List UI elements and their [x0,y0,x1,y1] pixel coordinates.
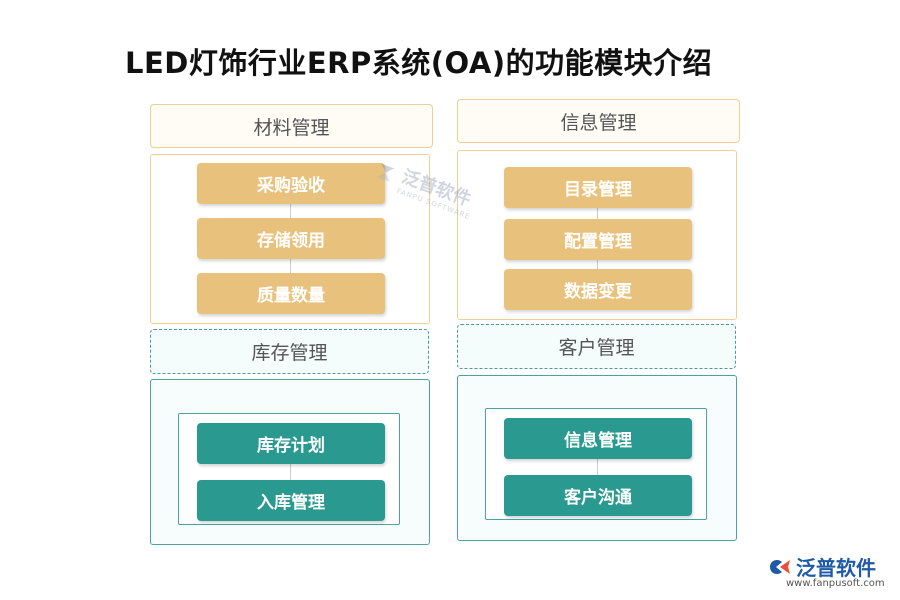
module-item-label: 采购验收 [257,176,325,196]
module-item[interactable]: 采购验收 [197,163,385,204]
material-management-header: 材料管理 [150,104,433,148]
customer-management-header: 客户管理 [457,324,736,369]
module-item[interactable]: 数据变更 [504,269,692,310]
module-item[interactable]: 质量数量 [197,273,385,314]
brand-logo-icon [770,559,790,574]
module-item-label: 存储领用 [257,231,325,251]
module-item-label: 配置管理 [564,232,632,252]
module-item[interactable]: 库存计划 [197,423,385,464]
module-item[interactable]: 目录管理 [504,167,692,208]
module-item-label: 入库管理 [257,493,325,513]
page-title: LED灯饰行业ERP系统(OA)的功能模块介绍 [125,46,713,80]
watermark: 泛普软件 FANPU SOFTWARE [369,153,480,221]
material-management-label: 材料管理 [253,116,330,139]
brand-name: 泛普软件 [796,556,876,580]
connector-line [597,455,598,480]
brand-logo-icon [376,163,395,182]
customer-management-label: 客户管理 [558,337,635,359]
brand-logo: 泛普软件 [768,552,876,581]
module-item[interactable]: 存储领用 [197,218,385,259]
information-management-label: 信息管理 [560,111,637,134]
module-item[interactable]: 信息管理 [504,418,692,459]
module-item[interactable]: 配置管理 [504,219,692,260]
inventory-management-header: 库存管理 [150,329,429,374]
module-item-label: 质量数量 [257,286,325,306]
module-item-label: 信息管理 [564,431,632,451]
module-item[interactable]: 客户沟通 [504,475,692,516]
information-management-header: 信息管理 [457,99,740,143]
inventory-management-label: 库存管理 [251,342,328,364]
module-item-label: 库存计划 [257,436,325,456]
module-item-label: 数据变更 [564,282,632,302]
module-item-label: 客户沟通 [564,488,632,508]
module-item[interactable]: 入库管理 [197,480,385,521]
connector-line [290,460,291,485]
module-item-label: 目录管理 [564,180,632,200]
brand-url: www.fanpusoft.com [786,578,885,589]
